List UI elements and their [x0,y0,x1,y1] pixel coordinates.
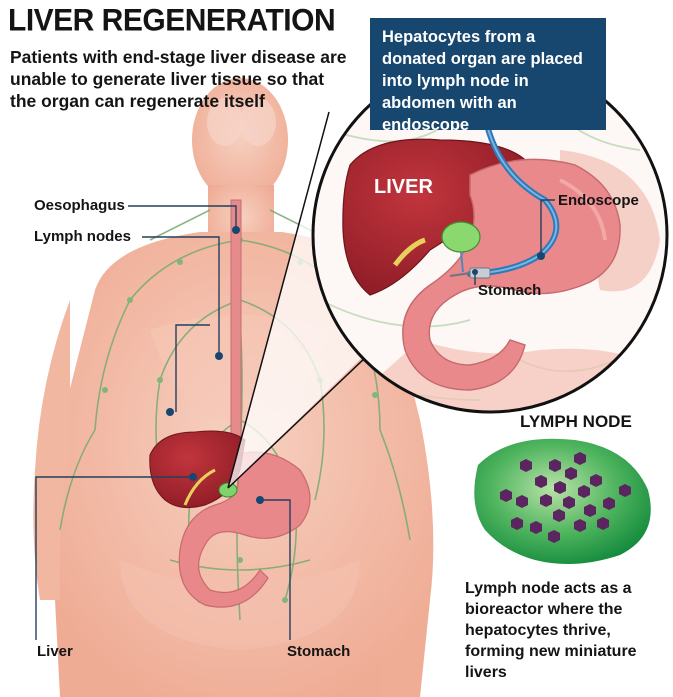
endoscope-label: Endoscope [558,192,639,209]
zoom-stomach [402,158,621,391]
zoom-liver-label: LIVER [374,176,433,198]
gallbladder-mark [183,468,216,506]
small-lymph-node [218,482,238,498]
zoom-line-bottom [227,337,387,489]
callout-box: Hepatocytes from a donated organ are pla… [370,18,606,134]
stomach-illustration [178,451,311,608]
lymph-node-detail [474,438,651,564]
zoom-stomach-label: Stomach [478,282,542,299]
oesophagus [230,199,242,456]
lymph-node-title: LYMPH NODE [520,412,632,431]
liver-label: Liver [37,643,73,660]
leader-lines [35,199,555,640]
lymph-node-note: Lymph node acts as a bioreactor where th… [465,580,637,681]
zoom-lymph-node [441,221,481,253]
leader-dots [166,226,545,504]
stomach-label: Stomach [287,643,351,660]
intro-text: Patients with end-stage liver disease ar… [10,47,347,111]
lymph-nodes-label: Lymph nodes [34,228,131,245]
zoom-line-top [227,111,330,489]
page-title: LIVER REGENERATION [8,3,336,38]
oesophagus-label: Oesophagus [34,197,125,214]
hepatocyte-cluster [500,452,631,543]
